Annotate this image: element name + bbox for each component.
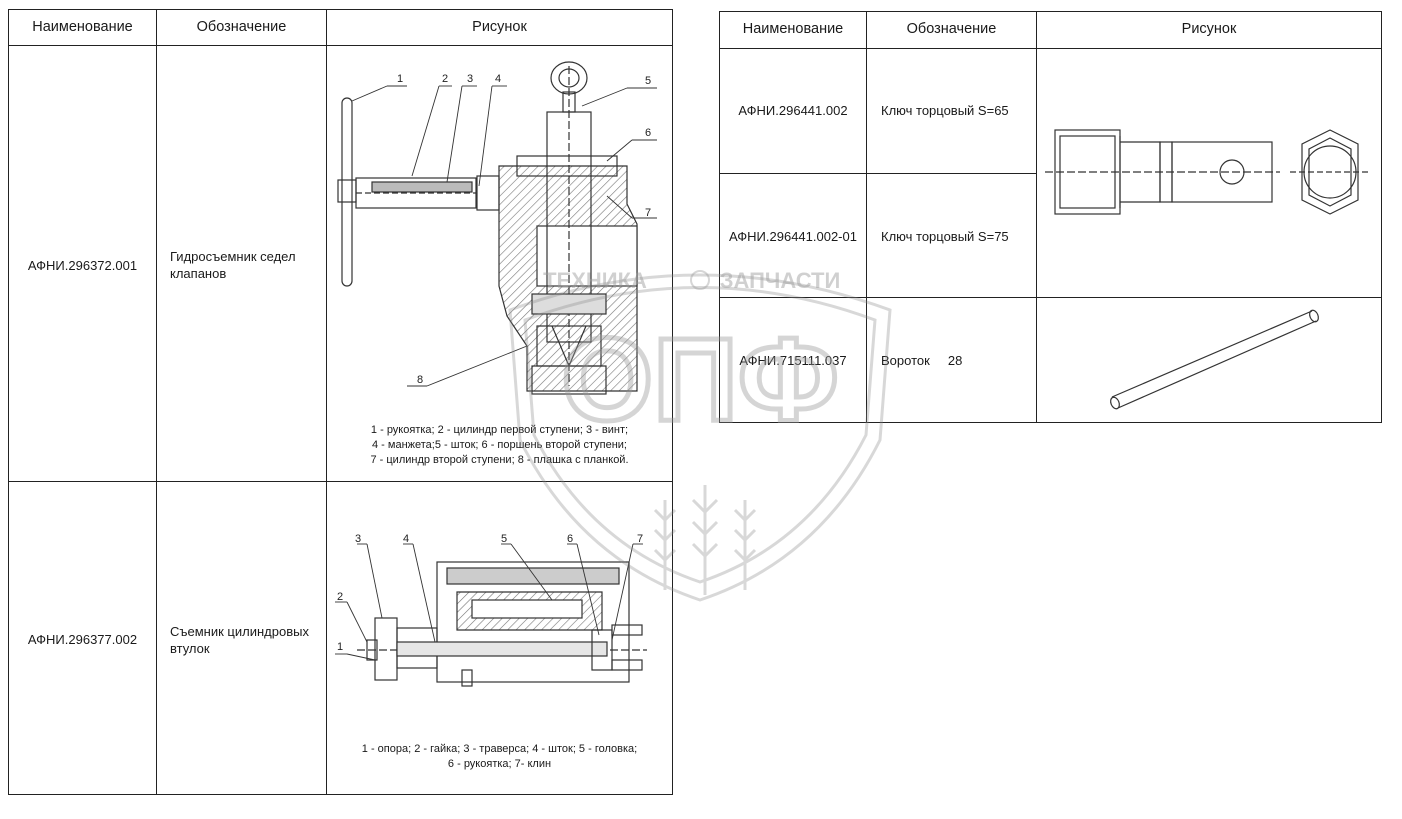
right-row1-designation: АФНИ.296441.002 bbox=[738, 103, 848, 118]
row2-caption-line2: 6 - рукоятка; 7- клин bbox=[447, 758, 552, 770]
row1-name: Гидросъемник седел клапанов bbox=[170, 249, 296, 281]
right-col-divider-2 bbox=[1036, 11, 1037, 423]
left-row-divider bbox=[8, 481, 673, 482]
right-col-divider-1 bbox=[866, 11, 867, 423]
callout-5: 5 bbox=[645, 75, 651, 87]
right-row2-designation: АФНИ.296441.002-01 bbox=[729, 229, 857, 244]
row1-caption-line2: 4 - манжета;5 - шток; 6 - поршень второй… bbox=[372, 439, 627, 451]
right-row-divider-1 bbox=[719, 173, 1037, 174]
left-header-figure: Рисунок bbox=[472, 19, 527, 35]
cylinder-liner-puller-drawing: 1 2 3 4 5 6 7 bbox=[335, 533, 647, 687]
callout-1: 1 bbox=[337, 641, 343, 653]
callout-7: 7 bbox=[637, 533, 643, 545]
right-header-designation: Обозначение bbox=[906, 21, 997, 37]
callout-2: 2 bbox=[337, 591, 343, 603]
valve-seat-puller-drawing: 1 2 3 4 5 6 7 8 bbox=[337, 61, 657, 395]
row2-caption-line1: 1 - опора; 2 - гайка; 3 - траверса; 4 - … bbox=[361, 743, 638, 755]
row1-caption-line3: 7 - цилиндр второй ступени; 8 - плашка с… bbox=[370, 454, 629, 466]
right-row-divider-2 bbox=[719, 297, 1382, 298]
left-col-divider-2 bbox=[326, 9, 327, 795]
right-row1-name: Ключ торцовый S=65 bbox=[881, 103, 1009, 118]
right-header-name: Наименование bbox=[742, 21, 844, 37]
left-header-divider bbox=[8, 45, 673, 46]
gear-icon bbox=[690, 270, 710, 290]
callout-4: 4 bbox=[403, 533, 409, 545]
row2-designation: АФНИ.296377.002 bbox=[27, 632, 138, 647]
callout-7: 7 bbox=[645, 207, 651, 219]
row1-designation: АФНИ.296372.001 bbox=[27, 258, 138, 273]
left-col-divider-1 bbox=[156, 9, 157, 795]
right-header-figure: Рисунок bbox=[1181, 21, 1237, 37]
left-header-designation: Обозначение bbox=[196, 19, 287, 35]
right-row3-designation: АФНИ.715111.037 bbox=[739, 353, 847, 368]
row2-name: Съемник цилиндровых втулок bbox=[170, 624, 309, 656]
left-header-name: Наименование bbox=[32, 19, 133, 35]
right-row3-name: Вороток 28 bbox=[881, 353, 963, 368]
row1-caption-line1: 1 - рукоятка; 2 - цилиндр первой ступени… bbox=[370, 424, 629, 436]
socket-wrench-drawing bbox=[1045, 129, 1370, 215]
callout-6: 6 bbox=[645, 127, 651, 139]
right-table bbox=[719, 11, 1382, 423]
tommy-bar-drawing bbox=[1110, 309, 1319, 410]
callout-4: 4 bbox=[495, 73, 501, 85]
right-row2-name: Ключ торцовый S=75 bbox=[881, 229, 1009, 244]
callout-2: 2 bbox=[442, 73, 448, 85]
callout-6: 6 bbox=[567, 533, 573, 545]
left-table bbox=[8, 9, 673, 795]
right-header-divider bbox=[719, 48, 1382, 49]
callout-1: 1 bbox=[397, 73, 403, 85]
callout-3: 3 bbox=[467, 73, 473, 85]
callout-8: 8 bbox=[417, 374, 423, 386]
callout-5: 5 bbox=[501, 533, 507, 545]
callout-3: 3 bbox=[355, 533, 361, 545]
